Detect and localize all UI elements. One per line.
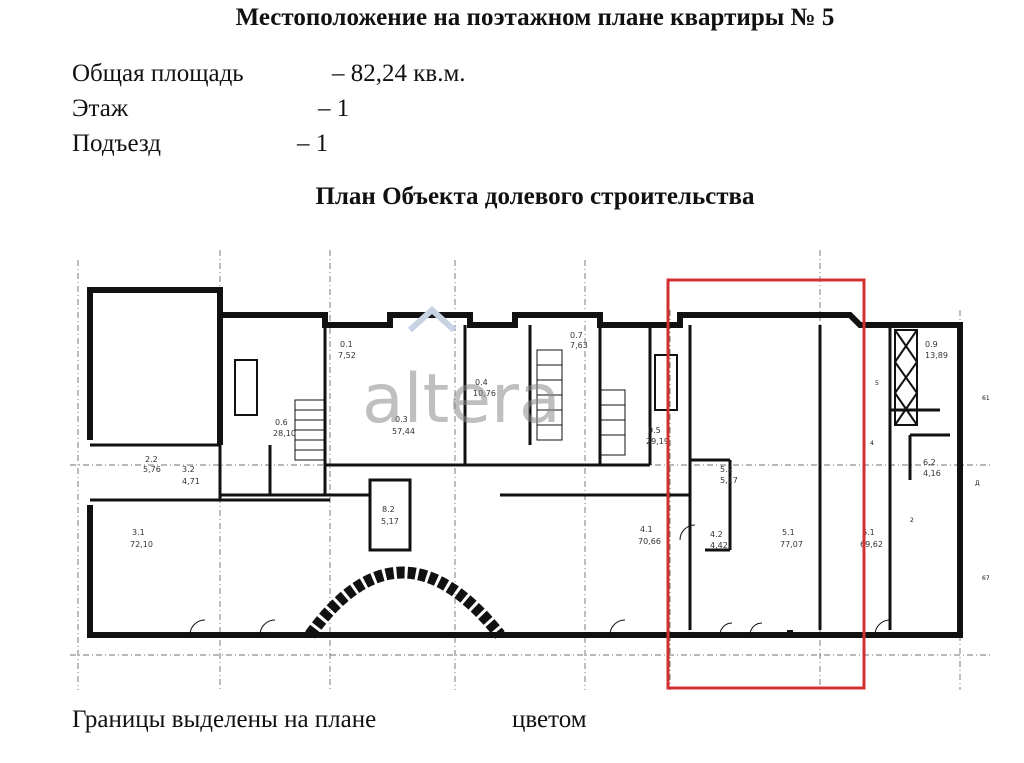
dim-4: 4 [870, 440, 874, 447]
room-id-0-5: 0.5 [648, 426, 661, 435]
room-id-0-9: 0.9 [925, 340, 938, 349]
inner-walls [90, 325, 950, 630]
footer-note: Границы выделены на плане [72, 706, 377, 733]
room-id-5-2: 5.2 [720, 465, 733, 474]
room-area-4-1: 70,66 [638, 537, 661, 546]
room-id-8-2: 8.2 [382, 505, 395, 514]
dim-2: 2 [910, 517, 914, 524]
room-id-4-2: 4.2 [710, 530, 723, 539]
door-swings [189, 524, 891, 636]
room-area-5-1: 77,07 [780, 540, 803, 549]
room-area-0-6: 28,10 [273, 429, 296, 438]
room-area-0-3: 57,44 [392, 427, 415, 436]
room-id-0-4: 0.4 [475, 378, 488, 387]
room-labels: 3.1 72,10 3.2 4,71 2.2 5,76 0.6 28,10 0.… [130, 331, 948, 550]
room-area-3-1: 72,10 [130, 540, 153, 549]
room-area-0-7: 7,63 [570, 341, 588, 350]
room-area-5-2: 5,17 [720, 476, 738, 485]
room-area-2-2: 5,76 [143, 465, 161, 474]
room-id-3-1: 3.1 [132, 528, 145, 537]
info-label-entrance: Подъезд [72, 130, 162, 157]
room-area-0-9: 13,89 [925, 351, 948, 360]
arch-colonnade [305, 566, 505, 639]
dim-5: 5 [875, 380, 879, 387]
room-area-0-5: 29,19 [646, 437, 669, 446]
room-id-6-2: 6.2 [923, 458, 936, 467]
info-value-area: – 82,24 кв.м. [332, 60, 466, 87]
room-id-6-1: 6.1 [862, 528, 875, 537]
room-id-4-1: 4.1 [640, 525, 653, 534]
stairs [294, 349, 626, 461]
room-area-6-2: 4,16 [923, 469, 941, 478]
room-area-4-2: 4,42 [710, 541, 728, 550]
plan-subtitle: План Объекта долевого строительства [315, 183, 755, 210]
room-id-3-2: 3.2 [182, 465, 195, 474]
info-value-entrance: – 1 [297, 130, 329, 157]
info-value-floor: – 1 [318, 95, 350, 122]
apartment-highlight-boundary [666, 278, 866, 690]
room-id-5-1: 5.1 [782, 528, 795, 537]
dimension-labels: 6750 6100 5 2 4 Д [870, 380, 990, 582]
room-id-0-3: 0.3 [395, 415, 408, 424]
dim-6100: 6100 [982, 395, 990, 402]
vestibule-walls [368, 478, 412, 552]
info-label-area: Общая площадь [72, 60, 244, 87]
footer-color-note: цветом [512, 706, 587, 733]
dim-d: Д [975, 480, 980, 487]
lift-shafts [234, 329, 918, 426]
room-area-3-2: 4,71 [182, 477, 200, 486]
room-area-0-4: 10,76 [473, 389, 496, 398]
watermark-text: altera [362, 360, 561, 439]
watermark-logo: altera [362, 305, 561, 439]
room-id-2-2: 2.2 [145, 455, 158, 464]
floor-plan: 6750 6100 5 2 4 Д 3.1 72,10 3.2 4,71 2.2… [70, 250, 990, 690]
outer-walls [87, 287, 963, 638]
room-area-0-1: 7,52 [338, 351, 356, 360]
room-id-0-1: 0.1 [340, 340, 353, 349]
room-id-0-7: 0.7 [570, 331, 583, 340]
room-id-0-6: 0.6 [275, 418, 288, 427]
room-area-8-2: 5,17 [381, 517, 399, 526]
page-title: Местоположение на поэтажном плане кварти… [235, 4, 835, 31]
info-label-floor: Этаж [72, 95, 129, 122]
room-area-6-1: 69,62 [860, 540, 883, 549]
dim-6750: 6750 [982, 575, 990, 582]
